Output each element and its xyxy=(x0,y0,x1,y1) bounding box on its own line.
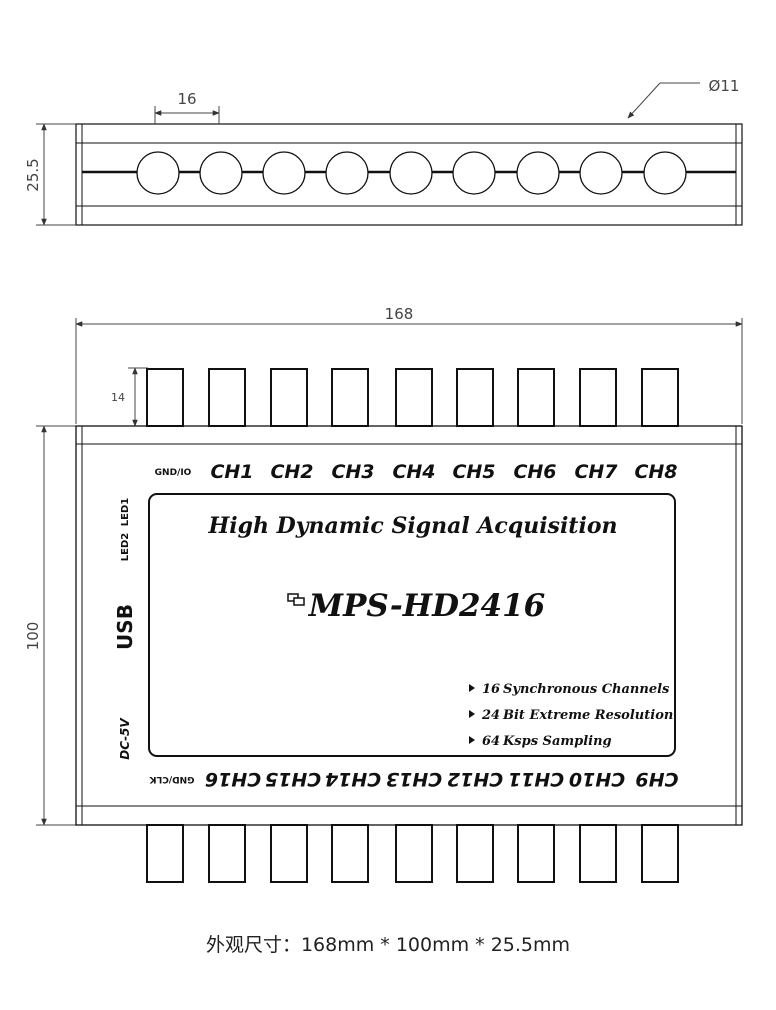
bottom-connector-block xyxy=(456,824,494,883)
label-gnd-io: GND/IO xyxy=(155,468,192,478)
connector-hole xyxy=(452,151,496,195)
side-view: 16 Ø11 25.5 xyxy=(24,77,743,226)
top-channel-label: CH2 xyxy=(270,461,313,483)
top-connector-block xyxy=(579,368,617,427)
feature-number: 24 xyxy=(481,708,500,723)
top-channel-label: CH5 xyxy=(452,461,495,483)
bottom-connector-block xyxy=(517,824,555,883)
connector-hole xyxy=(579,151,623,195)
label-led2: LED2 xyxy=(120,533,131,562)
bottom-connector-block xyxy=(331,824,369,883)
feature-text: Synchronous Channels xyxy=(503,682,670,697)
bottom-connector-block xyxy=(270,824,308,883)
connector-hole xyxy=(516,151,560,195)
window-icon xyxy=(287,593,305,606)
top-channel-label: CH8 xyxy=(634,461,677,483)
label-dc-5v: DC-5V xyxy=(118,717,132,760)
connector-hole xyxy=(643,151,687,195)
front-panel xyxy=(148,493,676,757)
feature-number: 64 xyxy=(482,734,500,749)
bottom-channel-label: CH13 xyxy=(386,768,442,790)
panel-headline: High Dynamic Signal Acquisition xyxy=(207,513,617,539)
bottom-channel-label: CH11 xyxy=(508,768,564,790)
label-gnd-clk: GND/CLK xyxy=(148,774,194,784)
bottom-connector-block xyxy=(146,824,184,883)
top-connector-block xyxy=(208,368,246,427)
label-usb: USB xyxy=(113,604,137,650)
top-channel-label: CH7 xyxy=(574,461,618,483)
dim-depth: 100 xyxy=(24,622,42,651)
bullet-arrow-icon xyxy=(469,710,475,718)
top-connector-block xyxy=(146,368,184,427)
top-channel-label: CH3 xyxy=(331,461,374,483)
side-view-body xyxy=(75,123,743,226)
top-channel-label: CH4 xyxy=(392,461,435,483)
bottom-connector-block xyxy=(641,824,679,883)
top-connector-block xyxy=(517,368,555,427)
top-connector-block xyxy=(456,368,494,427)
top-connector-block xyxy=(395,368,433,427)
top-channel-label: CH1 xyxy=(210,461,253,483)
label-led1: LED1 xyxy=(120,498,131,527)
top-connector-block xyxy=(641,368,679,427)
dimension-caption: 外观尺寸：168mm * 100mm * 25.5mm xyxy=(205,934,571,956)
connector-hole xyxy=(136,151,180,195)
bottom-channel-label: CH16 xyxy=(205,768,261,790)
dim-hole-diameter: Ø11 xyxy=(709,77,740,95)
bottom-channel-label: CH14 xyxy=(325,768,381,790)
feature-text: Ksps Sampling xyxy=(502,734,612,749)
top-channel-labels: CH1 CH2 CH3 CH4 CH5 CH6 CH7 CH8 xyxy=(210,461,677,483)
connector-holes xyxy=(136,151,687,195)
connector-hole xyxy=(325,151,369,195)
feature-number: 16 xyxy=(482,682,500,697)
top-connectors xyxy=(146,368,679,427)
top-connector-block xyxy=(270,368,308,427)
bottom-channel-label: CH9 xyxy=(635,768,678,790)
connector-hole xyxy=(262,151,306,195)
bottom-connectors xyxy=(146,824,679,883)
bullet-arrow-icon xyxy=(469,736,475,744)
feature-text: Bit Extreme Resolution xyxy=(502,708,673,723)
dim-width: 168 xyxy=(385,305,414,323)
bottom-connector-block xyxy=(395,824,433,883)
dim-connector-height: 14 xyxy=(111,391,125,404)
connector-hole xyxy=(199,151,243,195)
dim-height: 25.5 xyxy=(24,158,42,191)
housing-outline xyxy=(75,425,743,826)
connector-hole xyxy=(389,151,433,195)
dim-channel-pitch: 16 xyxy=(177,90,196,108)
bottom-connector-block xyxy=(208,824,246,883)
bullet-arrow-icon xyxy=(469,684,475,692)
panel-model: MPS-HD2416 xyxy=(308,588,545,624)
top-connector-block xyxy=(331,368,369,427)
bottom-connector-block xyxy=(579,824,617,883)
bottom-channel-label: CH10 xyxy=(569,768,625,790)
bottom-channel-label: CH15 xyxy=(265,768,321,790)
bottom-channel-label: CH12 xyxy=(447,768,503,790)
top-channel-label: CH6 xyxy=(513,461,556,483)
